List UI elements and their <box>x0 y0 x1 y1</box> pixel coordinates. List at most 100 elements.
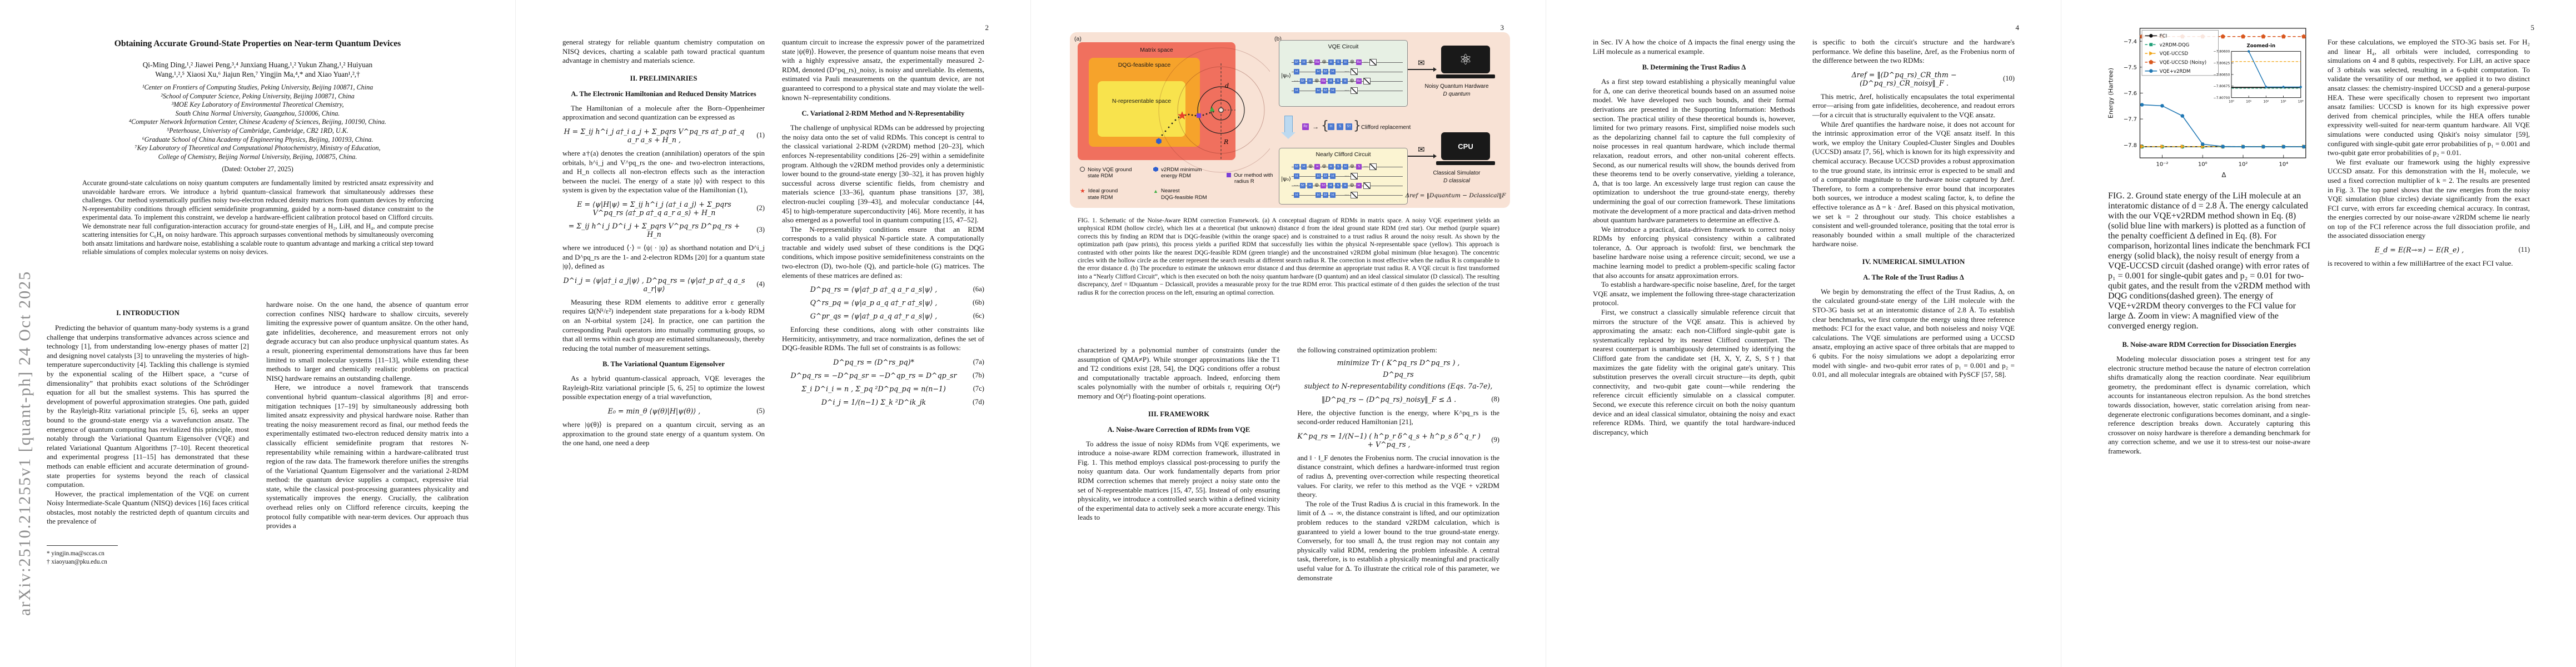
equation: G^pr_qs = ⟨ψ|a†_p a_q a†_r a_s|ψ⟩ ,(6c) <box>782 312 984 320</box>
spacer <box>47 526 249 540</box>
wire-space <box>1301 71 1307 72</box>
equation-body: E_d = E(R→∞) − E(R_e) , <box>2374 246 2464 255</box>
equation: D^pq_rs = −D^pq_sr = −D^qp_rs = D^qp_sr(… <box>782 371 985 380</box>
gate-chip: S <box>1356 163 1362 170</box>
gate-chip: Rz <box>1314 59 1321 65</box>
gate-chip: H <box>1316 173 1321 179</box>
equation-number: (11) <box>2518 246 2530 254</box>
paragraph: Measuring these RDM elements to additive… <box>562 297 765 352</box>
gate-chip: S† <box>1300 182 1306 188</box>
svg-text:10⁴: 10⁴ <box>2298 100 2304 104</box>
d-quantum-label: D quantum <box>1443 91 1471 97</box>
ellipsis: ··· <box>1344 192 1349 197</box>
h-gate-chip: H <box>1328 123 1334 130</box>
equation: D^pq_rs = ⟨ψ|a†_p a†_q a_r a_s|ψ⟩ ,(6a) <box>782 285 984 293</box>
measurement-icon <box>1363 182 1371 189</box>
page-2: 2 general strategy for reliable quantum … <box>515 0 1031 667</box>
page-title: Obtaining Accurate Ground-State Properti… <box>114 39 401 48</box>
equation-number: (7d) <box>973 398 984 406</box>
gate-chip: H <box>1342 59 1348 65</box>
equation: D^i_j = ⟨ψ|a†_i a_j|ψ⟩ , D^pq_rs = ⟨ψ|a†… <box>562 276 765 293</box>
svg-text:10¹: 10¹ <box>2246 100 2252 104</box>
paragraph: We introduce a practical, data-driven fr… <box>1593 225 1795 280</box>
subsection-heading: A. Noise-Aware Correction of RDMs from V… <box>1107 425 1250 434</box>
paragraph: We first evaluate our framework using th… <box>2328 157 2530 240</box>
svg-text:10⁰: 10⁰ <box>2198 162 2208 168</box>
page2-left-column: general strategy for reliable quantum ch… <box>562 38 765 646</box>
d-classical-label: D classical <box>1443 178 1470 184</box>
rz-gate-chip: Rz <box>1302 123 1309 130</box>
equation-body: E₀ = min_θ ⟨ψ(θ)|H|ψ(θ)⟩ , <box>607 407 701 416</box>
ellipsis: ··· <box>1344 88 1349 93</box>
svg-text:−7.8: −7.8 <box>2124 142 2137 148</box>
psi0-label: |ψ₀⟩ <box>1281 73 1291 79</box>
page1-right-column: hardware noise. On the one hand, the abs… <box>266 300 469 646</box>
gate-chip: S <box>1335 163 1341 170</box>
ellipsis: ··· <box>1344 173 1349 178</box>
equation-number: (2) <box>756 204 765 212</box>
gate-chip: H <box>1314 163 1321 170</box>
svg-text:VQE-UCCSD (Noisy): VQE-UCCSD (Noisy) <box>2160 60 2206 66</box>
equation: E₀ = min_θ ⟨ψ(θ)|H|ψ(θ)⟩ ,(5) <box>562 407 765 415</box>
page-4: 4 in Sec. IV A how the choice of Δ impac… <box>1546 0 2061 667</box>
figure-2-caption: FIG. 2. Ground state energy of the LiH m… <box>2108 191 2310 331</box>
atom-icon: ⚛ <box>1459 51 1472 68</box>
gate-chip: H <box>1316 68 1321 74</box>
equation-body: D^i_j = ⟨ψ|a†_i a_j|ψ⟩ , D^pq_rs = ⟨ψ|a†… <box>563 276 745 293</box>
ellipsis: ··· <box>1363 164 1368 169</box>
cpu-text: CPU <box>1458 142 1473 151</box>
gate-chip: S† <box>1294 59 1299 65</box>
svg-text:FCI: FCI <box>2160 34 2167 39</box>
gate-chip: H <box>1307 78 1313 84</box>
equation: D^i_j = 1/(n−1) Σ_k ²D^ik_jk(7d) <box>782 398 984 406</box>
svg-text:Zoomed-in: Zoomed-in <box>2247 43 2276 49</box>
paragraph: Here, we introduce a novel framework tha… <box>266 383 469 530</box>
measurement-icon <box>1369 163 1377 170</box>
abstract: Accurate ground-state calculations on no… <box>82 179 434 256</box>
paragraph: Modeling molecular dissociation poses a … <box>2108 355 2310 455</box>
figure-1: (a) Matrix space DQG-feasible space N-re… <box>1070 32 1510 208</box>
svg-text:Energy (Hartree): Energy (Hartree) <box>2107 68 2115 118</box>
svg-text:10²: 10² <box>2263 100 2269 104</box>
wire-space <box>1301 90 1307 91</box>
page-number: 4 <box>2015 23 2020 32</box>
gate-chip: Rz <box>1356 59 1362 65</box>
gate-chip: S <box>1335 182 1341 188</box>
svg-text:VQE+v2RDM: VQE+v2RDM <box>2160 69 2191 74</box>
footnote-rule <box>47 545 118 546</box>
authors-line-1: Qi-Ming Ding,¹,² Jiawei Peng,³,⁴ Junxian… <box>142 61 373 69</box>
cnot-icon: ⊕ <box>1314 182 1319 188</box>
cnot-icon: ⊕ <box>1349 163 1355 170</box>
dated-line: (Dated: October 27, 2025) <box>222 165 293 173</box>
paragraph: is specific to both the circuit's struct… <box>1812 38 2015 65</box>
section-heading: I. INTRODUCTION <box>116 309 180 317</box>
footnote: * yingjin.ma@sccas.cn <box>47 550 104 558</box>
open-brace: { <box>1321 119 1329 133</box>
vqe-circuit-title: VQE Circuit <box>1328 43 1359 50</box>
paragraph: To address the issue of noisy RDMs from … <box>1078 439 1280 522</box>
cnot-icon: ⊕ <box>1322 58 1327 65</box>
svg-text:−7.7: −7.7 <box>2124 117 2137 123</box>
svg-text:10²: 10² <box>2239 162 2248 168</box>
equation-number: (9) <box>1491 436 1499 444</box>
affiliation: South China Normal University, Guangzhou… <box>175 109 340 117</box>
equation-number: (7a) <box>973 358 984 366</box>
ellipsis: ··· <box>1363 59 1368 64</box>
section-heading: III. FRAMEWORK <box>1148 410 1210 418</box>
affiliation: ¹Center on Frontiers of Computing Studie… <box>142 83 373 91</box>
svg-text:−7.5: −7.5 <box>2124 64 2137 71</box>
svg-text:10⁰: 10⁰ <box>2229 100 2235 104</box>
hexagon-icon <box>1153 167 1158 172</box>
connector-arrow <box>1408 154 1437 158</box>
gate-chip: S† <box>1323 192 1328 198</box>
